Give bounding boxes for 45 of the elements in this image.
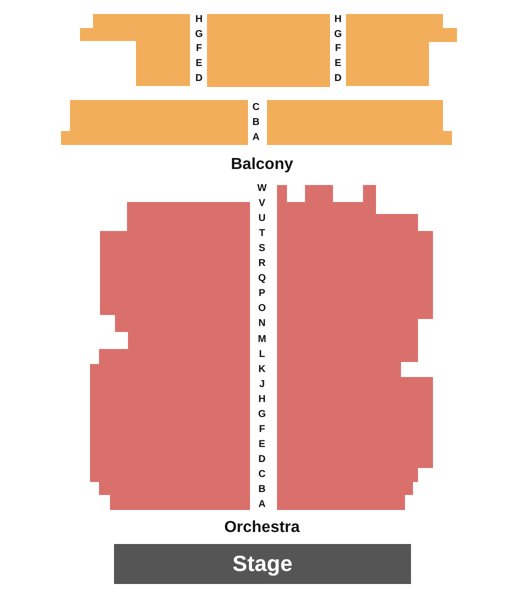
section-name: Orchestra	[224, 520, 300, 536]
row-letter: H	[258, 394, 266, 405]
row-letter: G	[195, 30, 203, 40]
seating-section	[207, 14, 330, 87]
row-letter: C	[252, 103, 260, 113]
row-letter: F	[258, 424, 266, 435]
row-letter: T	[258, 229, 266, 240]
row-letter: J	[259, 380, 265, 390]
row-letter: N	[258, 319, 266, 330]
row-letter: C	[258, 470, 266, 480]
row-letter: R	[258, 259, 266, 270]
seating-section	[346, 14, 457, 86]
row-letter: O	[258, 304, 266, 314]
row-letter: B	[258, 485, 266, 495]
row-letter: F	[334, 44, 342, 54]
row-letter: G	[334, 30, 342, 40]
seating-section	[277, 185, 433, 510]
row-letter: Q	[258, 274, 266, 284]
stage-area: Stage	[114, 544, 411, 584]
row-letter: L	[258, 350, 266, 360]
row-letter: E	[258, 440, 266, 450]
row-letter: V	[258, 199, 266, 210]
row-letter: S	[258, 244, 266, 254]
row-letter: G	[258, 410, 266, 420]
row-letter: D	[195, 74, 203, 84]
row-letter: E	[196, 59, 202, 70]
seating-section	[80, 14, 190, 86]
section-name: Balcony	[230, 157, 294, 173]
row-letter: K	[258, 364, 266, 375]
row-letter: A	[258, 500, 266, 510]
row-letter: B	[252, 118, 260, 128]
row-letter: F	[196, 44, 202, 54]
seating-section	[61, 100, 248, 145]
row-letter: A	[252, 133, 260, 143]
row-letter: H	[195, 15, 203, 25]
seating-section	[267, 100, 452, 145]
row-letter: M	[258, 334, 266, 344]
row-letter: D	[334, 74, 342, 84]
row-letter: U	[258, 214, 266, 224]
row-letter: D	[258, 454, 266, 465]
row-letter: H	[334, 15, 342, 25]
row-letter: W	[257, 184, 267, 194]
row-letter: E	[334, 59, 342, 70]
row-letter: P	[258, 289, 266, 300]
seating-section	[90, 202, 250, 510]
